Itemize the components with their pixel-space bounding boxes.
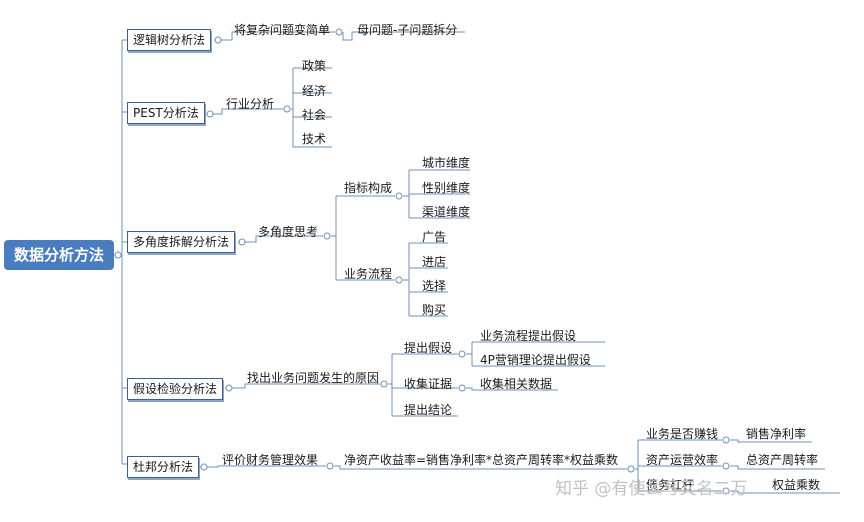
propose-item[interactable]: 业务流程提出假设: [480, 329, 577, 343]
dupont-factor-label[interactable]: 债务杠杆: [646, 478, 695, 492]
process-item[interactable]: 广告: [422, 230, 447, 244]
process-item[interactable]: 选择: [422, 279, 447, 293]
pest-item[interactable]: 经济: [302, 84, 327, 98]
multi-dim-step[interactable]: 多角度思考: [258, 225, 319, 239]
process-item[interactable]: 购买: [422, 303, 447, 317]
logic-tree-step[interactable]: 将复杂问题变简单: [234, 23, 331, 37]
hypothesis-step[interactable]: 找出业务问题发生的原因: [247, 371, 380, 385]
pest-step[interactable]: 行业分析: [226, 97, 275, 111]
collect-node[interactable]: 收集证据: [404, 377, 453, 391]
pest-item[interactable]: 政策: [302, 59, 327, 73]
method-pest[interactable]: PEST分析法: [127, 102, 205, 124]
collect-item[interactable]: 收集相关数据: [480, 377, 553, 391]
indicator-item[interactable]: 城市维度: [422, 156, 471, 170]
dupont-factor-value[interactable]: 总资产周转率: [746, 453, 819, 467]
dupont-factor-label[interactable]: 业务是否赚钱: [646, 427, 719, 441]
pest-item[interactable]: 技术: [302, 132, 327, 146]
indicator-item[interactable]: 渠道维度: [422, 205, 471, 219]
conclude-node[interactable]: 提出结论: [404, 403, 453, 417]
indicator-node[interactable]: 指标构成: [344, 181, 393, 195]
method-hypothesis[interactable]: 假设检验分析法: [127, 378, 224, 400]
process-item[interactable]: 进店: [422, 255, 447, 269]
dupont-factor-value[interactable]: 权益乘数: [772, 478, 821, 492]
watermark: 知乎 @有使么写又名二万: [555, 479, 748, 499]
pest-item[interactable]: 社会: [302, 108, 327, 122]
dupont-factor-label[interactable]: 资产运营效率: [646, 453, 719, 467]
propose-node[interactable]: 提出假设: [404, 341, 453, 355]
dupont-formula[interactable]: 净资产收益率=销售净利率*总资产周转率*权益乘数: [344, 453, 619, 467]
method-multi-dimension[interactable]: 多角度拆解分析法: [127, 231, 236, 253]
logic-tree-result[interactable]: 母问题-子问题拆分: [357, 23, 458, 37]
indicator-item[interactable]: 性别维度: [422, 181, 471, 195]
root-node[interactable]: 数据分析方法: [4, 240, 114, 270]
dupont-factor-value[interactable]: 销售净利率: [746, 427, 807, 441]
process-node[interactable]: 业务流程: [344, 267, 393, 281]
method-dupont[interactable]: 杜邦分析法: [127, 456, 200, 478]
dupont-step[interactable]: 评价财务管理效果: [222, 453, 319, 467]
propose-item[interactable]: 4P营销理论提出假设: [480, 353, 591, 367]
method-logic-tree[interactable]: 逻辑树分析法: [127, 29, 212, 51]
